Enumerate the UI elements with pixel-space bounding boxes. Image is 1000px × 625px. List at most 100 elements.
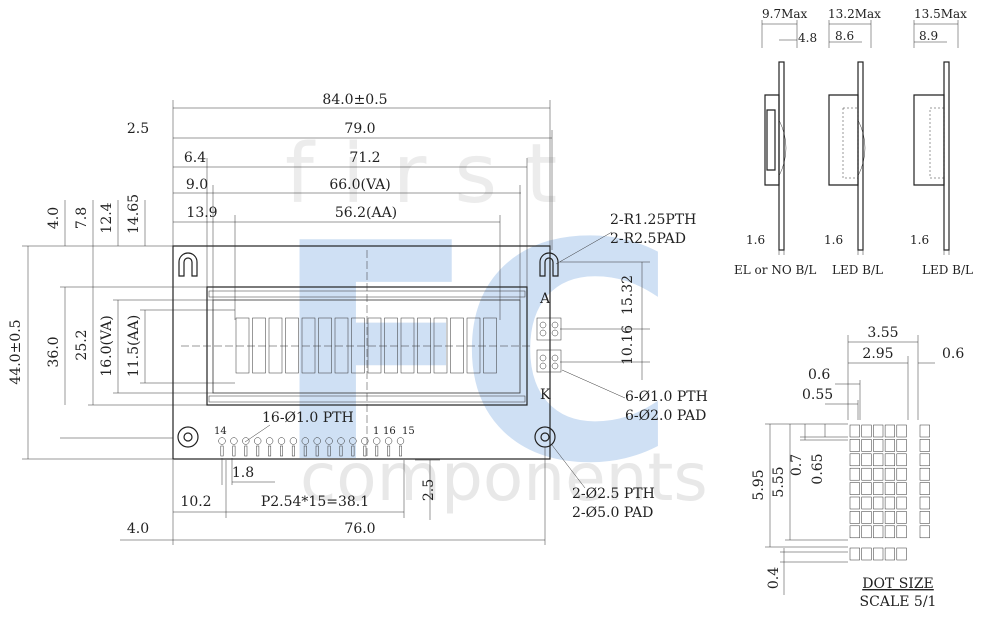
- slot-label-2: 2-R2.5PAD: [610, 231, 686, 247]
- dot-cell: [884, 424, 895, 438]
- character-cell: [433, 317, 448, 374]
- dim-va-left: 9.0: [186, 177, 208, 193]
- cursor-dot: [884, 547, 895, 561]
- dim-pin-offset: 1.8: [232, 465, 254, 481]
- pin-pad: [325, 437, 333, 445]
- pin-pad: [230, 437, 238, 445]
- pin-header: [218, 437, 405, 457]
- side-view-led1: 13.2Max 8.6 1.6 LED B/L: [824, 7, 883, 277]
- side-el-max: 9.7Max: [762, 7, 808, 21]
- dot-cell: [849, 511, 860, 524]
- side-el-base: 1.6: [746, 233, 765, 247]
- dot-cell-next: [919, 467, 930, 481]
- dot-cell: [884, 482, 895, 495]
- dot-cell: [873, 511, 884, 524]
- dot-cell-next: [919, 453, 930, 467]
- pad-pad-label: 2-Ø5.0 PAD: [572, 505, 653, 521]
- dim-bottom-76: 76.0: [344, 521, 375, 537]
- dim-15-32: 15.32: [620, 275, 636, 315]
- dim-pitch: P2.54*15=38.1: [261, 494, 369, 510]
- character-cell: [318, 317, 332, 374]
- dot-cell: [884, 439, 895, 452]
- dot-cell: [896, 439, 907, 452]
- dot-cell: [873, 424, 884, 438]
- pin-pad: [313, 437, 321, 445]
- dim-width-total: 84.0±0.5: [322, 92, 387, 108]
- pin-pad: [277, 437, 286, 445]
- pin-pad: [265, 437, 274, 445]
- dot-char-width: 3.55: [867, 325, 898, 341]
- watermark: first FC components: [272, 127, 708, 529]
- cursor-dot: [861, 547, 872, 561]
- dot-cell: [896, 482, 907, 495]
- mount-slot-right: [539, 252, 559, 277]
- pin-lead: [339, 445, 343, 457]
- dim-bezel-left: 6.4: [184, 150, 206, 166]
- dot-cell: [896, 525, 907, 539]
- mount-pad-left: [177, 426, 199, 448]
- pin-lead: [327, 445, 331, 457]
- mount-slot-left: [178, 252, 198, 277]
- pin-pth-label: 16-Ø1.0 PTH: [262, 410, 354, 426]
- dot-size-detail: 3.55 2.95 0.6 0.6 0.55 5.95 5.55 0.7 0.6…: [751, 325, 964, 610]
- pin-pad: [396, 437, 405, 445]
- dot-cell: [849, 439, 860, 452]
- dot-cell: [861, 467, 872, 481]
- side-view-el: 9.7Max 4.8 1.6 EL or NO B/L: [734, 7, 817, 277]
- dot-cell-next: [919, 525, 930, 539]
- side-led2-label: LED B/L: [922, 263, 973, 277]
- dot-dots-height: 5.55: [771, 466, 787, 497]
- side-led1-max: 13.2Max: [828, 7, 881, 21]
- watermark-first: first: [285, 127, 585, 222]
- dot-cell: [896, 511, 907, 524]
- pin-pad: [384, 437, 393, 445]
- dot-cell: [884, 496, 895, 510]
- pin-a-label: A: [539, 291, 551, 307]
- dim-top-78: 7.8: [74, 207, 90, 229]
- side-led2-inner: 8.9: [919, 29, 938, 43]
- pin-pad: [337, 437, 345, 445]
- side-led1-base: 1.6: [824, 233, 843, 247]
- pin-pad: [289, 437, 298, 445]
- pin-lead: [375, 445, 379, 457]
- dot-cell: [896, 424, 907, 438]
- character-cell: [301, 317, 316, 374]
- character-cell: [400, 317, 415, 374]
- dot-cell: [861, 424, 872, 438]
- side-view-led2: 13.5Max 8.9 1.6 LED B/L: [910, 7, 973, 277]
- dot-cell: [884, 467, 895, 481]
- dot-cell: [896, 467, 907, 481]
- cursor-dot: [849, 547, 860, 561]
- pin-pad: [361, 437, 369, 445]
- dot-cell: [861, 511, 872, 524]
- dot-cell-next: [919, 439, 930, 452]
- dim-height-bezel: 36.0: [46, 336, 62, 367]
- pin-k-label: K: [540, 387, 551, 403]
- pin-lead: [303, 445, 307, 457]
- dot-dots-width: 2.95: [862, 346, 893, 362]
- dot-cell: [884, 525, 895, 539]
- dim-top-4: 4.0: [46, 207, 62, 229]
- dim-bottom-4: 4.0: [127, 521, 149, 537]
- side-led1-label: LED B/L: [832, 263, 883, 277]
- dot-cell-next: [919, 511, 930, 524]
- dot-cell: [861, 482, 872, 495]
- dot-cell: [896, 453, 907, 467]
- dot-07: 0.7: [789, 454, 805, 476]
- watermark-components: components: [300, 439, 708, 516]
- dim-top-124: 12.4: [99, 202, 115, 233]
- dim-bezel-width: 71.2: [349, 150, 380, 166]
- dim-top-1465: 14.65: [126, 194, 142, 234]
- cursor-dot: [896, 547, 907, 561]
- character-cell: [466, 317, 481, 374]
- dot-cell: [873, 453, 884, 467]
- character-cell: [450, 317, 464, 374]
- dot-scale: SCALE 5/1: [860, 594, 937, 610]
- pin-16-label: 16: [383, 426, 396, 437]
- pin-pad: [373, 437, 381, 445]
- character-cell: [285, 317, 299, 374]
- dot-cell: [861, 496, 872, 510]
- backlight-pad-label: 6-Ø2.0 PAD: [625, 408, 706, 424]
- pin-lead: [220, 445, 224, 457]
